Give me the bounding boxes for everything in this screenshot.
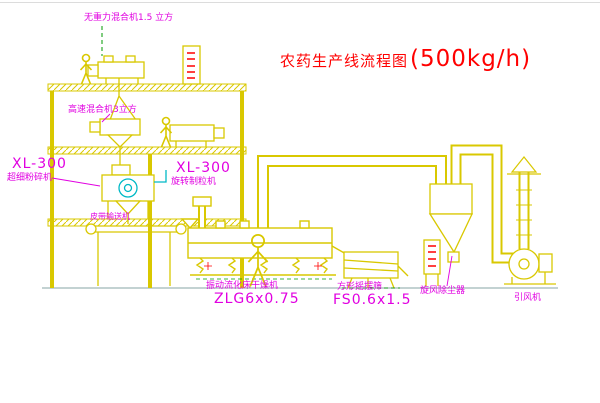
label-dryer-name: 振动流化床干燥机 <box>206 281 279 291</box>
title-capacity: (500kg/h) <box>410 46 532 72</box>
label-sieve-model: FS0.6x1.5 <box>333 292 412 308</box>
worker-on-ground <box>247 234 269 287</box>
exhaust-stack <box>507 156 541 249</box>
worker-figures <box>79 53 269 287</box>
cabinet-red-text-marks <box>428 245 436 267</box>
pulverizer-rotor <box>118 178 138 198</box>
fluid-bed-dryer <box>180 196 347 280</box>
cabinet-red-text-marks <box>187 52 195 79</box>
label-gravity-mixer: 无重力混合机1.5 立方 <box>84 13 174 23</box>
diagram-title: 农药生产线流程图 (500kg/h) <box>280 46 531 72</box>
stack-rain-cap <box>510 156 538 173</box>
label-fan: 引风机 <box>514 293 542 303</box>
worker-on-roof <box>79 53 93 85</box>
control-cabinet-lower <box>423 239 441 286</box>
pulverizer-rotor-hub <box>123 183 133 193</box>
label-dryer-model: ZLG6x0.75 <box>214 291 300 307</box>
gravity-mixer <box>87 55 145 121</box>
label-granulator-name: 旋转制粒机 <box>171 177 217 187</box>
label-pulverizer-name: 超细粉碎机 <box>7 173 53 183</box>
square-sieve <box>342 251 409 289</box>
label-sieve-name: 方形摇摆筛 <box>337 282 383 292</box>
high-speed-mixer <box>89 118 141 166</box>
cyclone-separator <box>428 183 474 263</box>
title-text: 农药生产线流程图 <box>280 52 409 70</box>
label-high-speed-mixer: 高速混合机3立方 <box>68 105 137 115</box>
control-cabinet-top <box>182 45 201 85</box>
exhaust-duct <box>257 155 447 230</box>
pulverizer <box>101 164 167 224</box>
rotary-granulator <box>169 124 225 147</box>
worker-on-floor2 <box>159 116 173 148</box>
label-granulator-model: XL-300 <box>176 160 231 176</box>
dryer-inlet-blower <box>192 196 212 207</box>
induced-draft-fan <box>504 248 556 285</box>
dryer-springs <box>195 257 329 274</box>
cyclone-to-fan-pipe <box>450 144 516 264</box>
belt-conveyor <box>85 223 187 286</box>
leader-lines <box>51 26 453 287</box>
label-pulverizer-model: XL-300 <box>12 156 67 172</box>
label-cyclone: 旋风除尘器 <box>420 286 466 296</box>
label-belt-conveyor: 皮带输送机 <box>90 212 130 221</box>
dryer-center-marks <box>204 262 322 270</box>
